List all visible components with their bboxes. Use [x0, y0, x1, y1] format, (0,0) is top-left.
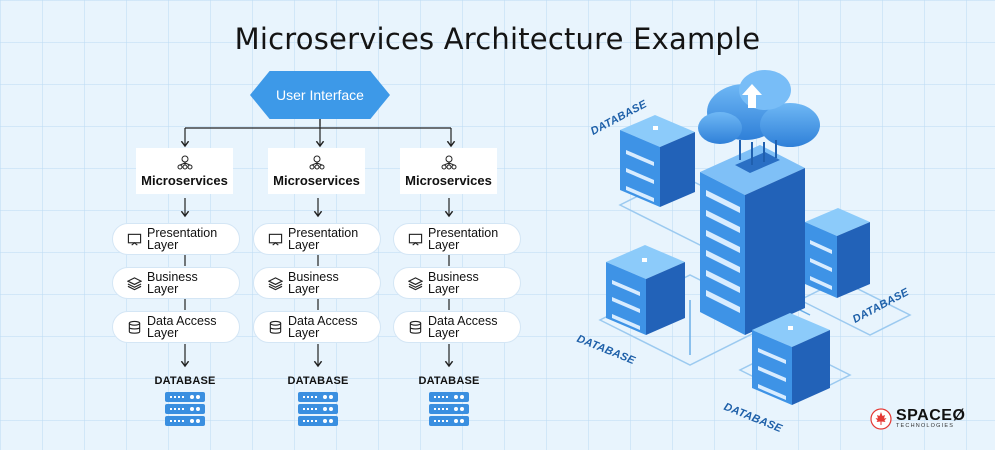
database-server-icon [298, 392, 338, 428]
server-block-d [752, 313, 830, 405]
maple-leaf-icon [870, 408, 892, 430]
presentation-board-icon [127, 233, 142, 246]
logo-subtitle: TECHNOLOGIES [896, 423, 955, 429]
microservice-label: Microservices [273, 173, 360, 188]
network-nodes-icon [309, 155, 324, 170]
microservice-box-2: Microservices [268, 148, 365, 194]
network-nodes-icon [177, 155, 192, 170]
server-block-a [620, 115, 695, 207]
presentation-board-icon [408, 233, 423, 246]
database-cylinder-icon [269, 320, 282, 334]
microservice-box-3: Microservices [400, 148, 497, 194]
layers-stack-icon [127, 276, 142, 290]
cloud-upload-icon [698, 70, 820, 165]
logo-brand: SPACEØ [896, 407, 966, 424]
database-server-icon [429, 392, 469, 428]
company-logo: SPACEØ TECHNOLOGIES [870, 408, 965, 430]
database-label-2: DATABASE [287, 375, 349, 387]
database-server-icon [165, 392, 205, 428]
layers-stack-icon [408, 276, 423, 290]
microservice-box-1: Microservices [136, 148, 233, 194]
database-cylinder-icon [128, 320, 141, 334]
user-interface-node: User Interface [250, 71, 390, 119]
database-label-1: DATABASE [154, 375, 216, 387]
server-tower [700, 145, 805, 335]
server-block-c [805, 208, 870, 298]
presentation-board-icon [268, 233, 283, 246]
network-nodes-icon [441, 155, 456, 170]
microservice-label: Microservices [405, 173, 492, 188]
server-block-b [606, 245, 685, 335]
database-cylinder-icon [409, 320, 422, 334]
diagram-title: Microservices Architecture Example [234, 22, 761, 56]
microservice-label: Microservices [141, 173, 228, 188]
database-label-3: DATABASE [418, 375, 480, 387]
user-interface-label: User Interface [276, 87, 364, 103]
layers-stack-icon [268, 276, 283, 290]
